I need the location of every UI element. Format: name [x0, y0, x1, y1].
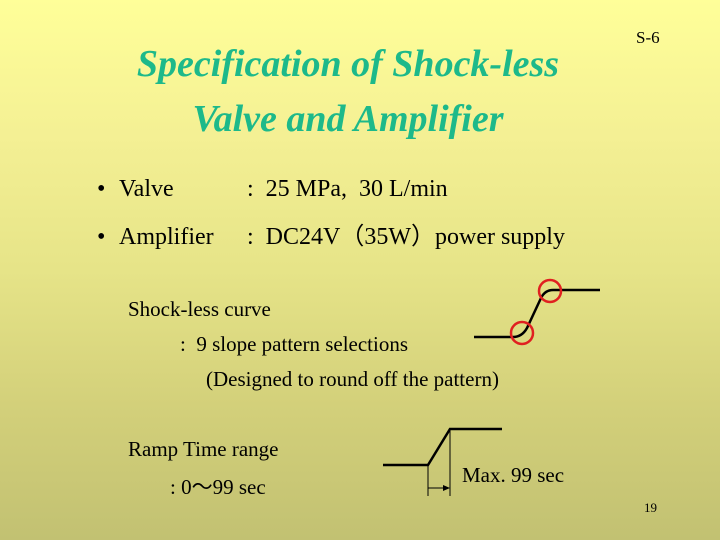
bullet-value: : 25 MPa, 30 L/min: [247, 176, 448, 202]
shockless-curve-icon: [474, 278, 600, 346]
shockless-title: Shock-less curve: [128, 297, 271, 321]
ramp-title: Ramp Time range: [128, 437, 279, 461]
ramp-max-label: Max. 99 sec: [462, 463, 565, 487]
page-number: 19: [644, 500, 657, 515]
bullet-icon: •: [97, 176, 106, 202]
bullet-label: Amplifier: [119, 224, 214, 250]
ramp-diagram-icon: [383, 427, 502, 496]
slide-title-line1: Specification of Shock-less: [136, 43, 560, 85]
bullet-value: : DC24V（35W）power supply: [247, 224, 565, 250]
bullet-label: Valve: [119, 176, 174, 202]
slide-id: S-6: [636, 28, 660, 47]
shockless-note: (Designed to round off the pattern): [206, 367, 499, 391]
slide-title-line2: Valve and Amplifier: [192, 98, 504, 140]
ramp-range: : 0～99 sec: [170, 475, 266, 499]
bullet-valve: • Valve : 25 MPa, 30 L/min: [97, 176, 448, 203]
shockless-desc: : 9 slope pattern selections: [180, 332, 409, 356]
bullet-icon: •: [97, 224, 106, 250]
bullet-amplifier: • Amplifier : DC24V（35W）power supply: [97, 216, 565, 251]
